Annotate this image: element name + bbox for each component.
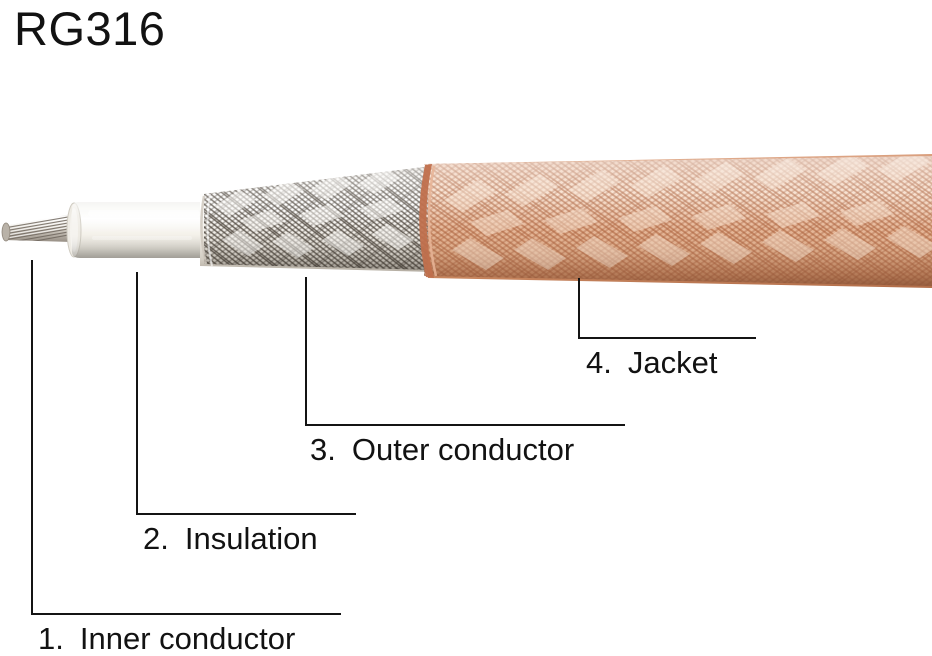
callout-inner-conductor-label: Inner conductor: [79, 621, 296, 656]
callout-jacket: 4. Jacket: [586, 344, 717, 382]
callout-insulation: 2. Insulation: [143, 520, 318, 558]
jacket-cut-edge: [419, 164, 434, 278]
callout-insulation-number: 2.: [143, 521, 169, 556]
page-title: RG316: [14, 2, 166, 55]
jacket-graphic: [419, 154, 932, 288]
callout-jacket-number: 4.: [586, 345, 612, 380]
callout-inner-conductor: 1. Inner conductor: [38, 620, 295, 656]
callout-jacket-label: Jacket: [627, 345, 718, 380]
inner-conductor-graphic: [4, 214, 72, 242]
coaxial-cable-illustration: [0, 150, 932, 300]
cable-svg: [1, 154, 932, 288]
leader-line-insulation: [136, 272, 358, 516]
inner-conductor-cut-end: [1, 222, 11, 242]
callout-insulation-label: Insulation: [184, 521, 318, 556]
callout-outer-conductor-label: Outer conductor: [351, 432, 575, 467]
callout-outer-conductor: 3. Outer conductor: [310, 431, 574, 469]
outer-conductor-graphic: [200, 166, 434, 272]
leader-line-jacket: [578, 278, 758, 340]
insulation-graphic: [66, 202, 208, 258]
leader-line-outer-conductor: [305, 277, 627, 427]
callout-outer-conductor-number: 3.: [310, 432, 336, 467]
leader-line-inner-conductor: [31, 260, 343, 616]
callout-inner-conductor-number: 1.: [38, 621, 64, 656]
